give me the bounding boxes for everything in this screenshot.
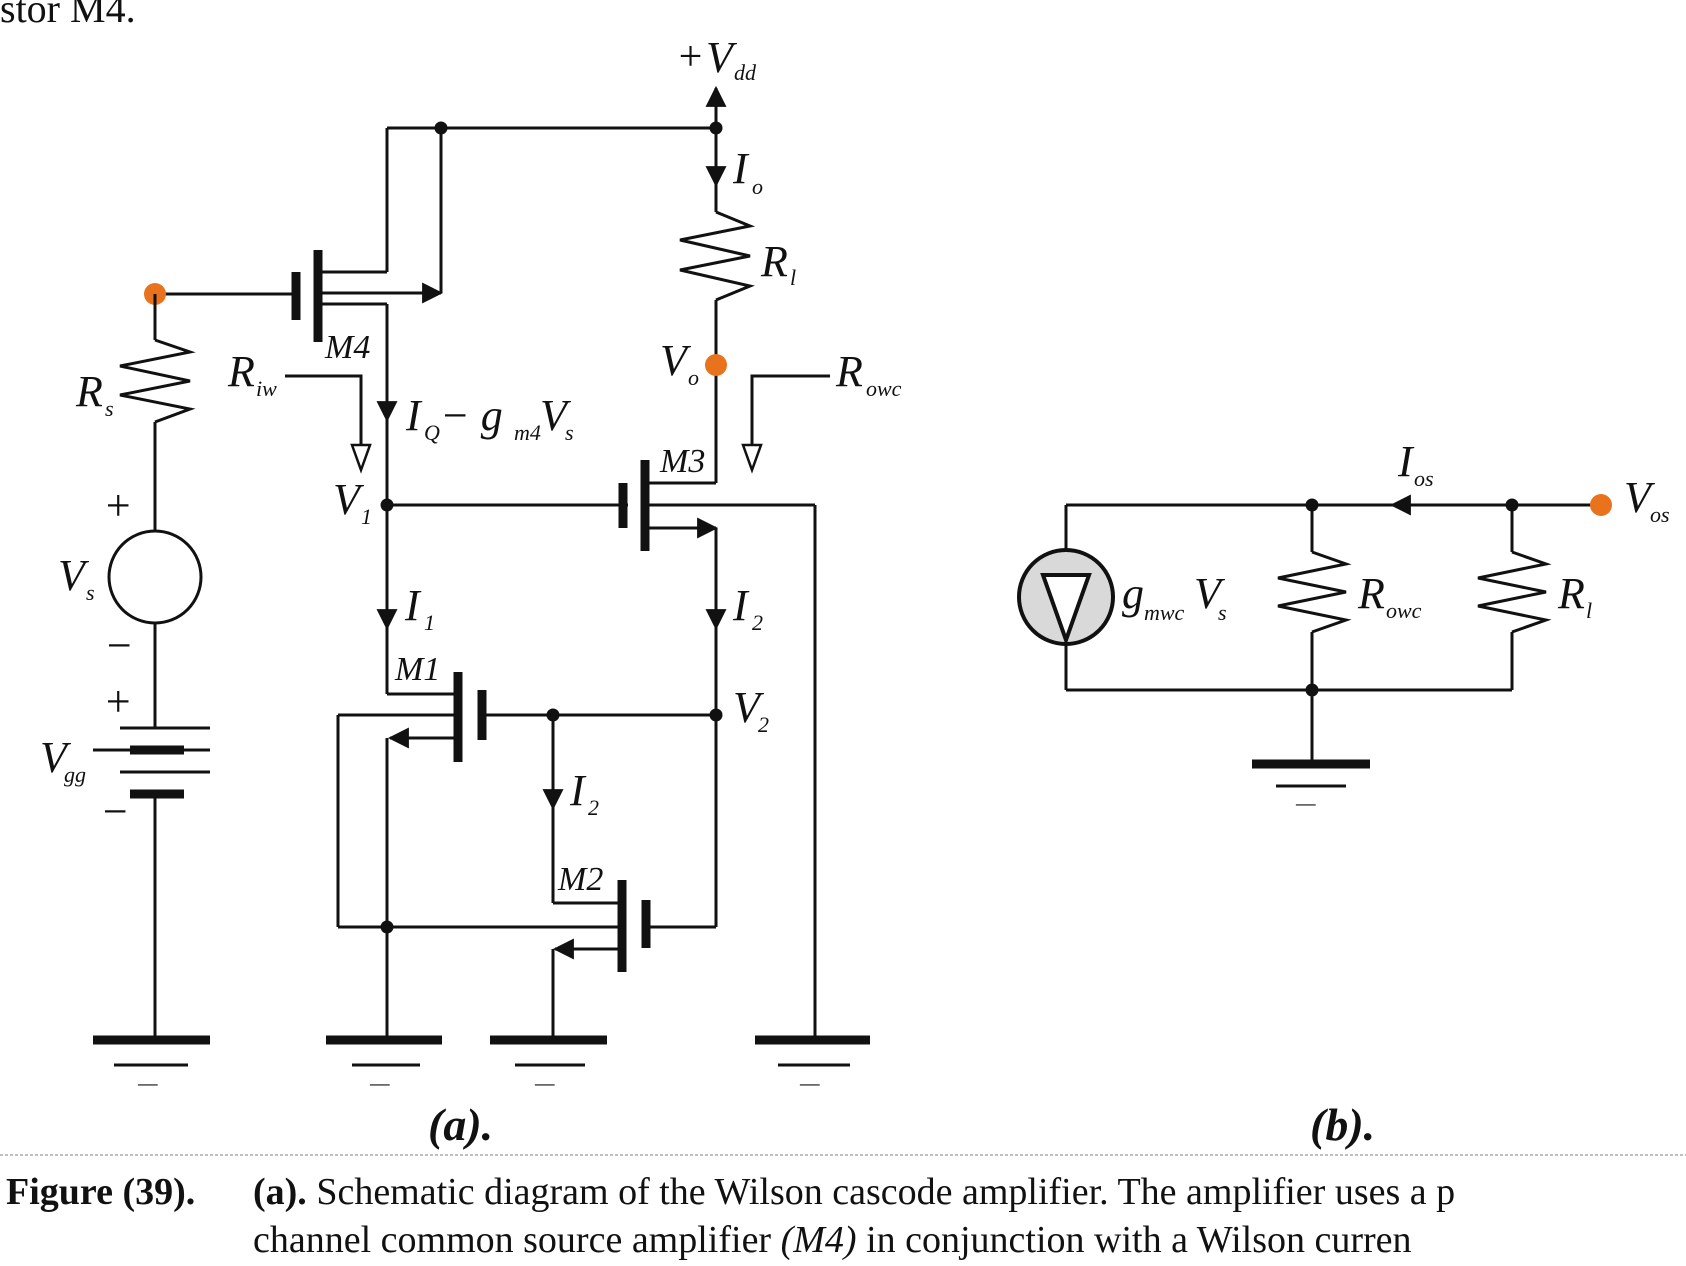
- rs-sub: s: [105, 396, 114, 421]
- vgg-plus: +: [103, 677, 133, 726]
- gmwc-v: V: [1194, 569, 1226, 618]
- riw-label: R: [227, 347, 255, 396]
- caption-text-1: (a). Schematic diagram of the Wilson cas…: [253, 1168, 1455, 1216]
- v2-label: V: [733, 683, 765, 732]
- m2-label: M2: [557, 861, 603, 898]
- iq-label: I: [405, 391, 423, 440]
- rowc-sub: owc: [866, 376, 902, 401]
- gmwc-label: g: [1122, 569, 1144, 618]
- m3-label: M3: [659, 443, 705, 480]
- caption-line1-text: Schematic diagram of the Wilson cascode …: [306, 1171, 1456, 1213]
- i1-label: I: [404, 581, 422, 630]
- ios-sub: os: [1414, 466, 1434, 491]
- rl-b-label: R: [1557, 569, 1585, 618]
- i2b-sub: 2: [588, 795, 599, 820]
- vs-minus: −: [104, 621, 134, 670]
- vo-sub: o: [688, 365, 699, 390]
- caption-m4: (M4): [780, 1219, 857, 1261]
- vdd-sub: dd: [734, 60, 757, 85]
- m4-label: M4: [324, 329, 370, 366]
- v1-label: V: [333, 475, 365, 524]
- vgg-sub: gg: [64, 762, 86, 787]
- vs-plus: +: [103, 481, 133, 530]
- vdd-main: V: [706, 33, 738, 82]
- io-sub: o: [752, 174, 763, 199]
- riw-sub: iw: [256, 376, 277, 401]
- top-fragment-text: stor M4.: [0, 0, 136, 31]
- iq-sub: Q: [424, 420, 440, 445]
- rowc-label: R: [835, 347, 863, 396]
- io-label: I: [732, 144, 750, 193]
- iq-vs-sub: s: [565, 420, 574, 445]
- vgg-minus: −: [100, 787, 130, 836]
- gmwc-vsub: s: [1218, 600, 1227, 625]
- part-a-label: (a).: [428, 1099, 493, 1150]
- ground-mark-1: —: [137, 1070, 158, 1095]
- caption-line2-b: in conjunction with a Wilson curren: [856, 1219, 1412, 1261]
- ground-mark-2: —: [369, 1070, 390, 1095]
- rs-label: R: [75, 367, 103, 416]
- i2a-sub: 2: [752, 610, 763, 635]
- part-b-label: (b).: [1310, 1099, 1375, 1150]
- vs-label: V: [58, 551, 90, 600]
- rl-sub: l: [790, 265, 796, 290]
- caption-part-a: (a).: [253, 1171, 307, 1213]
- vgg-label: V: [40, 733, 72, 782]
- i2a-label: I: [732, 581, 750, 630]
- iq-v: V: [540, 391, 572, 440]
- vos-sub: os: [1650, 502, 1670, 527]
- rowc-b-label: R: [1357, 569, 1385, 618]
- vos-label: V: [1624, 473, 1656, 522]
- circuit-b: [1017, 494, 1612, 788]
- rl-label: R: [760, 237, 788, 286]
- i2b-label: I: [569, 766, 587, 815]
- iq-minus-g: − g: [440, 391, 503, 440]
- vdd-label: +: [676, 34, 704, 80]
- vs-sub: s: [86, 580, 95, 605]
- gmwc-sub: mwc: [1144, 600, 1185, 625]
- gm4-sub: m4: [514, 420, 541, 445]
- figure-number: Figure (39).: [6, 1171, 196, 1213]
- v2-sub: 2: [758, 712, 769, 737]
- caption-text-2: channel common source amplifier (M4) in …: [253, 1216, 1412, 1264]
- rl-b-sub: l: [1586, 598, 1592, 623]
- caption-line2-a: channel common source amplifier: [253, 1219, 781, 1261]
- ground-mark-4: —: [799, 1070, 820, 1095]
- i1-sub: 1: [424, 610, 435, 635]
- rowc-b-sub: owc: [1386, 598, 1422, 623]
- vo-label: V: [660, 336, 692, 385]
- m1-label: M1: [394, 651, 440, 688]
- circuit-a: [93, 85, 870, 1067]
- ground-mark-b: —: [1295, 790, 1316, 815]
- ground-mark-3: —: [534, 1070, 555, 1095]
- ios-label: I: [1397, 437, 1415, 486]
- v1-sub: 1: [361, 504, 372, 529]
